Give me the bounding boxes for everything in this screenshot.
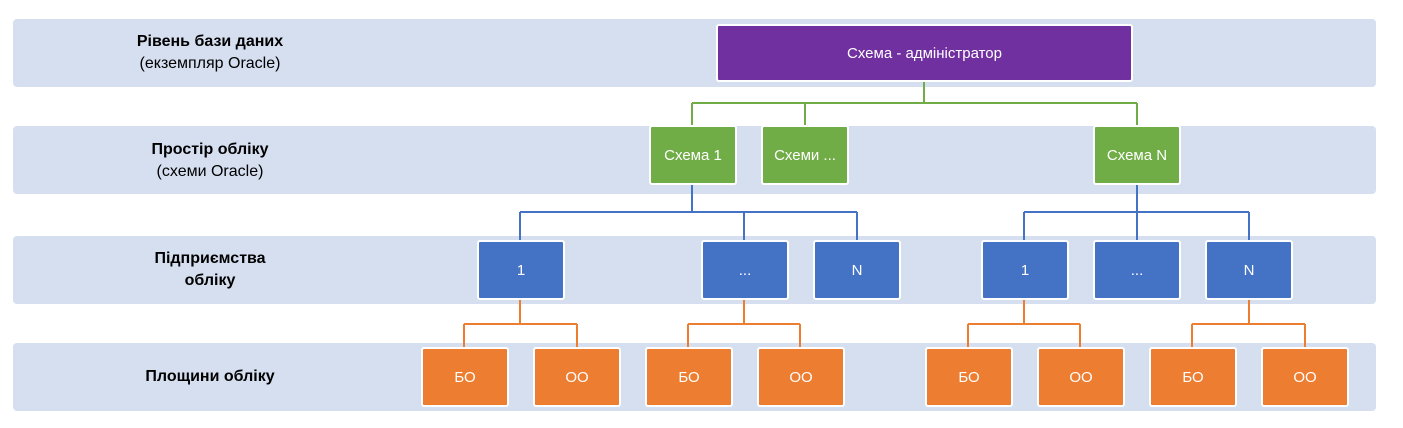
label-enterprises-line2: обліку [184,272,236,289]
node-schema-dots: Схеми ... [761,125,849,185]
admin-schema-connectors [691,81,1138,126]
node-plane-oo-4: ОО [1261,347,1349,407]
node-schema-n: Схема N [1093,125,1181,185]
node-admin-schema: Схема - адміністратор [716,24,1133,82]
node-plane-oo-3: ОО [1037,347,1125,407]
node-enterprise-dots-a: ... [701,240,789,300]
node-schema-1: Схема 1 [649,125,737,185]
node-enterprise-n-a: N [813,240,901,300]
label-database-subtitle: (екземпляр Oracle) [139,55,281,72]
node-plane-bo-3: БО [925,347,1013,407]
enterprise-plane-connectors [463,298,1306,348]
label-enterprises: Підприємства обліку [40,248,380,292]
node-enterprise-dots-b: ... [1093,240,1181,300]
node-enterprise-n-b: N [1205,240,1293,300]
label-database-title: Рівень бази даних [136,33,284,50]
band-database-level [13,19,1376,87]
node-plane-bo-1: БО [421,347,509,407]
label-planes: Площини обліку [40,366,380,388]
label-enterprises-line1: Підприємства [154,250,266,267]
label-database-level: Рівень бази даних (екземпляр Oracle) [40,31,380,75]
schema-enterprise-connectors [519,184,1250,241]
label-accounting-space-subtitle: (схеми Oracle) [156,163,264,180]
label-planes-title: Площини обліку [145,368,275,385]
node-plane-bo-2: БО [645,347,733,407]
label-accounting-space-title: Простір обліку [151,141,269,158]
node-enterprise-1-a: 1 [477,240,565,300]
node-plane-bo-4: БО [1149,347,1237,407]
node-plane-oo-2: ОО [757,347,845,407]
node-enterprise-1-b: 1 [981,240,1069,300]
label-accounting-space: Простір обліку (схеми Oracle) [40,139,380,183]
node-plane-oo-1: ОО [533,347,621,407]
